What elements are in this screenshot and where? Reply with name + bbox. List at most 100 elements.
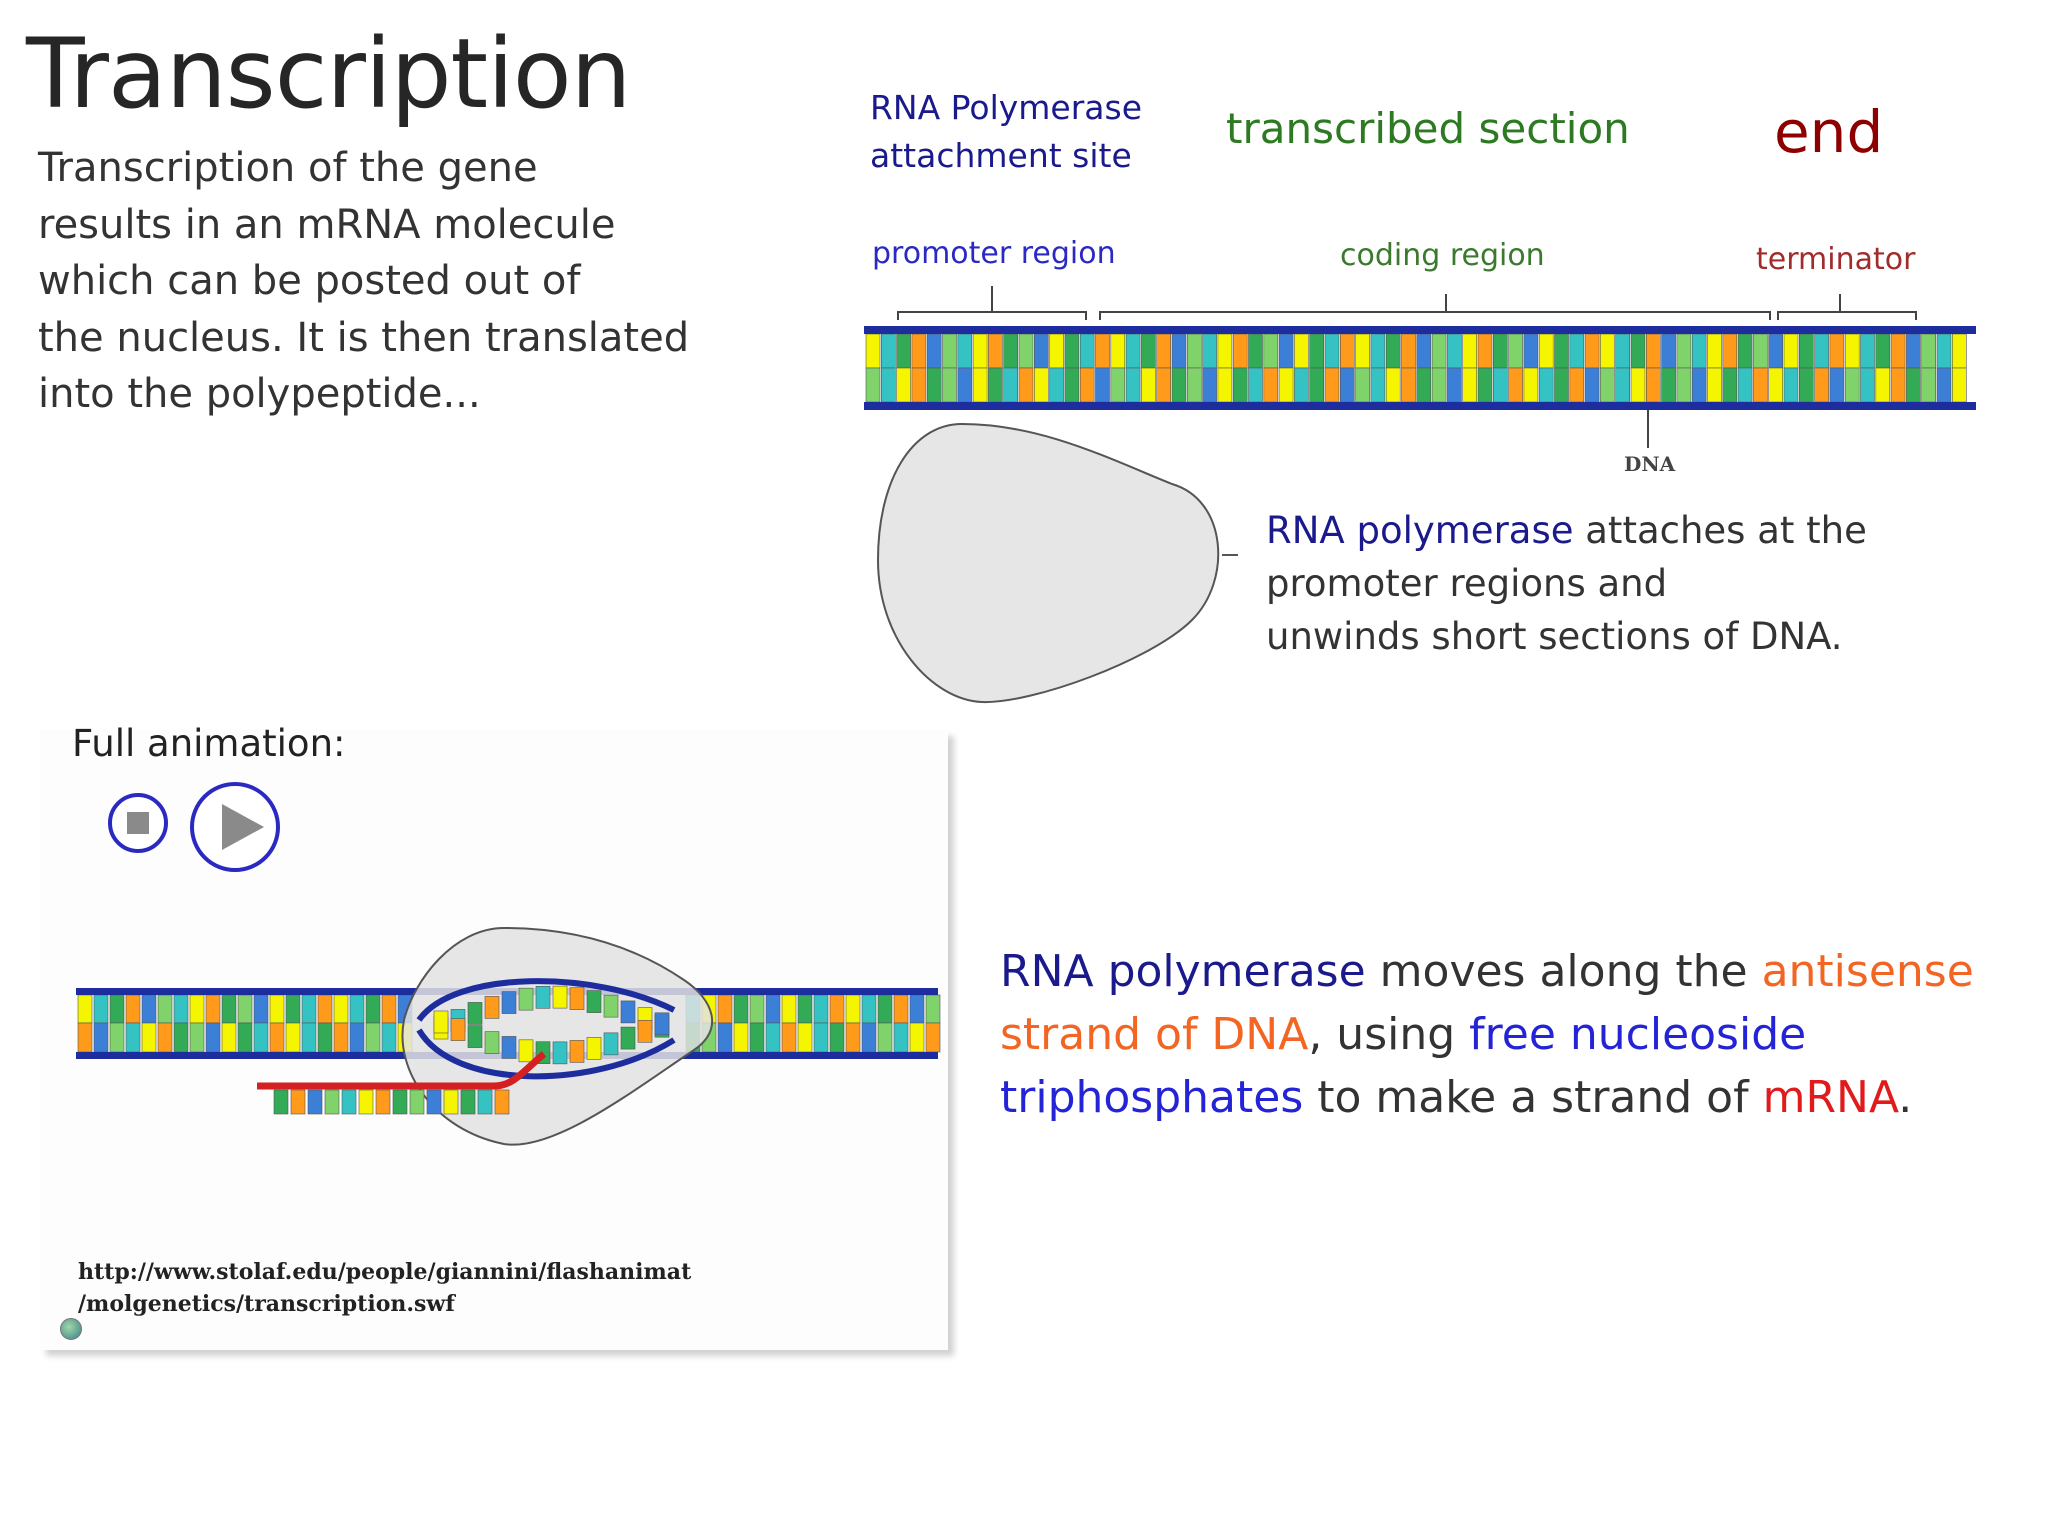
dna-base bbox=[988, 333, 1003, 369]
desc-text: to make a strand of bbox=[1303, 1072, 1763, 1123]
play-button[interactable] bbox=[190, 782, 280, 872]
dna-base bbox=[1431, 333, 1447, 369]
dna-base bbox=[1248, 333, 1263, 369]
stop-button[interactable] bbox=[108, 793, 168, 853]
mrna-base bbox=[307, 1089, 323, 1115]
dna-base bbox=[1630, 367, 1646, 403]
bubble-base bbox=[637, 1020, 653, 1043]
dna-base bbox=[1079, 367, 1095, 403]
dna-base bbox=[1232, 333, 1248, 369]
transcription-animation-frame bbox=[76, 926, 941, 1146]
dna-base bbox=[1370, 333, 1386, 369]
intro-line: which can be posted out of bbox=[38, 258, 581, 304]
dna-base bbox=[77, 1022, 93, 1053]
dna-base bbox=[1844, 367, 1860, 403]
dna-base bbox=[893, 1022, 909, 1053]
bubble-base bbox=[484, 1031, 500, 1054]
dna-base bbox=[1844, 333, 1860, 369]
mrna-base bbox=[290, 1089, 306, 1115]
dna-base bbox=[717, 1022, 733, 1053]
dna-base bbox=[1569, 333, 1585, 369]
dna-base bbox=[1064, 333, 1080, 369]
dna-base bbox=[1018, 367, 1034, 403]
animation-label: Full animation: bbox=[72, 722, 346, 765]
globe-icon bbox=[60, 1318, 82, 1340]
dna-base bbox=[1003, 367, 1018, 403]
dna-base bbox=[1248, 367, 1263, 403]
animation-source-url[interactable]: http://www.stolaf.edu/people/giannini/fl… bbox=[78, 1256, 691, 1320]
dna-base bbox=[301, 994, 317, 1024]
dna-base bbox=[1217, 333, 1233, 369]
dna-base bbox=[845, 1022, 861, 1053]
mrna-base bbox=[324, 1089, 340, 1115]
polymerase-body bbox=[876, 422, 1220, 704]
dna-base bbox=[1202, 367, 1217, 403]
dna-base bbox=[911, 333, 927, 369]
dna-base bbox=[349, 994, 365, 1024]
dna-base bbox=[1309, 367, 1325, 403]
dna-base bbox=[1676, 367, 1692, 403]
coding-bracket bbox=[1099, 294, 1771, 320]
dna-base bbox=[1936, 367, 1952, 403]
mrna-base bbox=[341, 1089, 357, 1115]
dna-base bbox=[926, 367, 942, 403]
rna-polymerase-term: RNA polymerase bbox=[1000, 946, 1366, 997]
dna-base bbox=[1691, 333, 1707, 369]
dna-base bbox=[1125, 367, 1141, 403]
mrna-base bbox=[392, 1089, 408, 1115]
dna-base bbox=[1768, 333, 1784, 369]
dna-base bbox=[1691, 367, 1707, 403]
region-brackets bbox=[897, 286, 1917, 320]
dna-base bbox=[1202, 333, 1217, 369]
dna-bases bbox=[865, 333, 1967, 403]
dna-base bbox=[173, 1022, 189, 1053]
dna-base bbox=[1049, 367, 1064, 403]
dna-base bbox=[1523, 367, 1539, 403]
bubble-base bbox=[586, 1037, 602, 1060]
dna-base bbox=[749, 1022, 765, 1053]
dna-base bbox=[1034, 333, 1049, 369]
dna-base bbox=[1783, 333, 1799, 369]
dna-base bbox=[1401, 333, 1416, 369]
dna-base bbox=[1829, 367, 1845, 403]
intro-paragraph: Transcription of the gene results in an … bbox=[38, 140, 698, 423]
dna-base bbox=[911, 367, 927, 403]
dna-base bbox=[1416, 333, 1432, 369]
dna-base bbox=[189, 994, 205, 1024]
dna-base bbox=[93, 994, 109, 1024]
dna-base bbox=[1722, 333, 1738, 369]
dna-base bbox=[1906, 333, 1921, 369]
dna-base bbox=[1003, 333, 1018, 369]
dna-base bbox=[988, 367, 1003, 403]
dna-base bbox=[317, 1022, 333, 1053]
dna-base bbox=[717, 994, 733, 1024]
dna-base bbox=[381, 1022, 397, 1053]
dna-base bbox=[1814, 367, 1829, 403]
nucleoside-triphosphates-term: free nucleoside triphosphates bbox=[1000, 1009, 1807, 1123]
dna-base bbox=[301, 1022, 317, 1053]
dna-base bbox=[1798, 333, 1814, 369]
dna-base bbox=[333, 1022, 349, 1053]
dna-base bbox=[1860, 367, 1875, 403]
dna-base bbox=[1156, 333, 1172, 369]
dna-base bbox=[1600, 333, 1615, 369]
dna-base bbox=[733, 1022, 749, 1053]
dna-label: DNA bbox=[1624, 452, 1676, 476]
dna-base bbox=[1707, 333, 1722, 369]
mrna-base bbox=[409, 1089, 425, 1115]
dna-base bbox=[1538, 333, 1554, 369]
dna-base bbox=[765, 1022, 781, 1053]
dna-base bbox=[221, 994, 237, 1024]
dna-base bbox=[1294, 333, 1309, 369]
bubble-base bbox=[620, 1000, 636, 1024]
dna-base bbox=[1890, 333, 1906, 369]
rna-polymerase-site-label: RNA Polymerase attachment site bbox=[870, 84, 1142, 180]
dna-base bbox=[813, 994, 829, 1024]
dna-base bbox=[93, 1022, 109, 1053]
dna-base bbox=[1952, 367, 1967, 403]
dna-base bbox=[877, 1022, 893, 1053]
dna-base bbox=[1125, 333, 1141, 369]
dna-base bbox=[896, 333, 911, 369]
bubble-base bbox=[450, 1018, 466, 1041]
animation-dna-bases bbox=[77, 994, 941, 1053]
